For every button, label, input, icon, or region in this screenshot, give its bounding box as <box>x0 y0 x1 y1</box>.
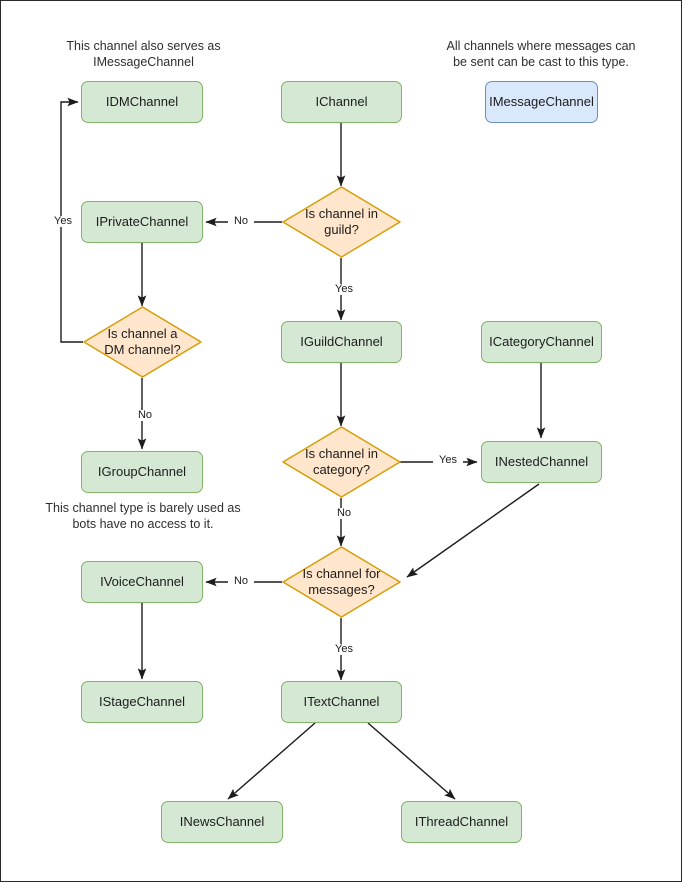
node-decision-category[interactable]: Is channel in category? <box>282 426 401 498</box>
edge-label-guild-no: No <box>228 216 254 227</box>
node-igroupchannel[interactable]: IGroupChannel <box>81 451 203 493</box>
edge-label-dm-yes: Yes <box>48 216 78 227</box>
node-icategorychannel[interactable]: ICategoryChannel <box>481 321 602 363</box>
edge-label-messages-yes: Yes <box>329 644 359 655</box>
node-decision-guild[interactable]: Is channel in guild? <box>282 186 401 258</box>
diamond-shape <box>83 306 202 378</box>
decision-category-label: Is channel in category? <box>305 446 378 477</box>
decision-dm-label: Is channel a DM channel? <box>104 326 181 357</box>
node-decision-messages[interactable]: Is channel for messages? <box>282 546 401 618</box>
decision-guild-label: Is channel in guild? <box>305 206 378 237</box>
note-dm-channel: This channel also serves as IMessageChan… <box>66 39 221 70</box>
node-istagechannel[interactable]: IStageChannel <box>81 681 203 723</box>
edge-inestedchannel-to-messages-decision <box>406 483 540 578</box>
diamond-shape <box>282 426 401 498</box>
node-idmchannel[interactable]: IDMChannel <box>81 81 203 123</box>
edge-label-category-yes: Yes <box>433 455 463 466</box>
note-message-channel: All channels where messages can be sent … <box>446 39 636 70</box>
node-iguildchannel[interactable]: IGuildChannel <box>281 321 402 363</box>
decision-messages-label: Is channel for messages? <box>302 566 381 597</box>
node-iprivatechannel[interactable]: IPrivateChannel <box>81 201 203 243</box>
node-imessagechannel[interactable]: IMessageChannel <box>485 81 598 123</box>
note-group-channel: This channel type is barely used as bots… <box>45 501 241 532</box>
edge-label-dm-no: No <box>132 410 158 421</box>
edge-label-category-no: No <box>331 508 357 519</box>
node-inestedchannel[interactable]: INestedChannel <box>481 441 602 483</box>
edge-itextchannel-to-inewschannel <box>227 722 316 800</box>
diamond-shape <box>282 546 401 618</box>
edge-label-guild-yes: Yes <box>329 284 359 295</box>
diamond-shape <box>282 186 401 258</box>
edge-itextchannel-to-ithreadchannel <box>367 722 456 800</box>
node-decision-dm[interactable]: Is channel a DM channel? <box>83 306 202 378</box>
node-ichannel[interactable]: IChannel <box>281 81 402 123</box>
node-itextchannel[interactable]: ITextChannel <box>281 681 402 723</box>
node-ithreadchannel[interactable]: IThreadChannel <box>401 801 522 843</box>
node-inewschannel[interactable]: INewsChannel <box>161 801 283 843</box>
node-ivoicechannel[interactable]: IVoiceChannel <box>81 561 203 603</box>
edge-label-messages-no: No <box>228 576 254 587</box>
